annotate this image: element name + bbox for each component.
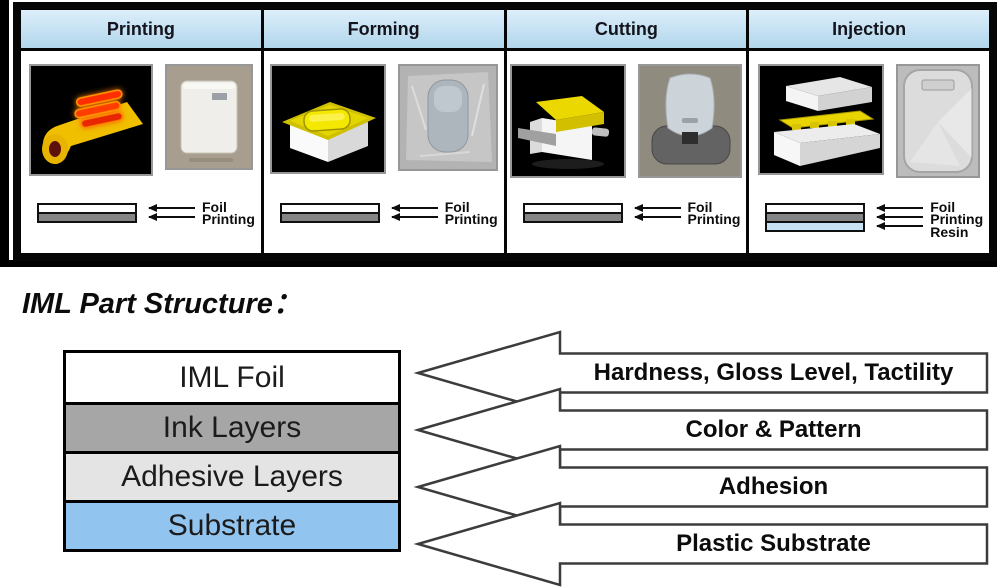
left-arrowhead-icon — [876, 204, 924, 212]
table-bottom-border — [0, 260, 997, 267]
property-label-adhesive: Adhesion — [718, 473, 829, 500]
property-label-foil: Hardness, Gloss Level, Tactility — [593, 359, 954, 386]
left-arrowhead-icon — [148, 213, 195, 221]
property-label-substrate: Plastic Substrate — [676, 530, 871, 557]
process-column-injection: Injection — [749, 10, 989, 253]
column-header-printing: Printing — [21, 10, 261, 51]
left-arrowhead-icon — [390, 204, 438, 212]
left-arrowhead-icon — [390, 213, 438, 221]
diagram-label-printing: Printing — [202, 211, 255, 227]
layer-row-ink-layers: Ink Layers — [66, 402, 398, 451]
layer-diagram-cutting: Foil Printing — [522, 199, 745, 249]
left-arrowhead-icon — [633, 204, 681, 212]
process-column-forming: Forming — [263, 10, 507, 253]
left-arrowhead-icon — [148, 204, 195, 212]
left-arrowhead-icon — [876, 213, 924, 221]
left-arrowhead-icon — [876, 222, 924, 230]
layer-row-substrate: Substrate — [66, 500, 398, 549]
diagram-label-foil: Foil — [930, 199, 956, 215]
process-column-printing: Printing — [21, 10, 264, 253]
diagram-label-printing: Printing — [930, 211, 984, 227]
diagram-label-resin: Resin — [930, 224, 969, 240]
process-column-cutting: Cutting — [506, 10, 750, 253]
molded-part-photo-image — [896, 64, 981, 178]
column-header-forming: Forming — [263, 10, 504, 51]
property-arrows-graphic — [413, 330, 989, 587]
printing-bar — [279, 212, 380, 223]
diagram-label-printing: Printing — [687, 211, 741, 227]
process-table: Printing — [13, 2, 997, 261]
left-edge-strip — [0, 0, 9, 266]
structure-title: IML Part Structure： — [22, 288, 302, 320]
layer-diagram-printing: Foil Printing — [37, 199, 259, 249]
resin-bar — [765, 221, 866, 232]
printing-bar — [522, 212, 623, 223]
layer-row-iml-foil: IML Foil — [66, 353, 398, 402]
part-structure-section: IML Part Structure： IML Foil Ink Layers … — [0, 270, 1000, 588]
layer-diagram-injection: Foil Printing Resin — [765, 199, 987, 249]
cutting-die-render-image — [510, 64, 627, 178]
printing-foil-render-image — [28, 64, 153, 176]
cut-shell-photo-image — [638, 64, 743, 178]
layer-diagram-forming: Foil Printing — [279, 199, 502, 249]
column-header-injection: Injection — [749, 10, 989, 51]
left-arrowhead-icon — [633, 213, 681, 221]
property-label-ink: Color & Pattern — [685, 416, 862, 443]
column-header-cutting: Cutting — [506, 10, 747, 51]
printed-cover-photo-image — [164, 64, 253, 170]
diagram-label-foil: Foil — [444, 199, 470, 215]
diagram-label-printing: Printing — [444, 211, 498, 227]
diagram-label-foil: Foil — [687, 199, 713, 215]
property-arrow-substrate — [413, 501, 989, 587]
formed-cover-wrapped-photo-image — [397, 64, 498, 171]
injection-mold-render-image — [758, 64, 885, 175]
layer-row-adhesive-layers: Adhesive Layers — [66, 451, 398, 500]
layer-stack: IML Foil Ink Layers Adhesive Layers Subs… — [63, 350, 401, 552]
process-table-section: Printing — [0, 0, 1000, 270]
printing-bar — [37, 212, 137, 223]
formed-foil-render-image — [269, 64, 386, 174]
diagram-label-foil: Foil — [202, 199, 227, 215]
